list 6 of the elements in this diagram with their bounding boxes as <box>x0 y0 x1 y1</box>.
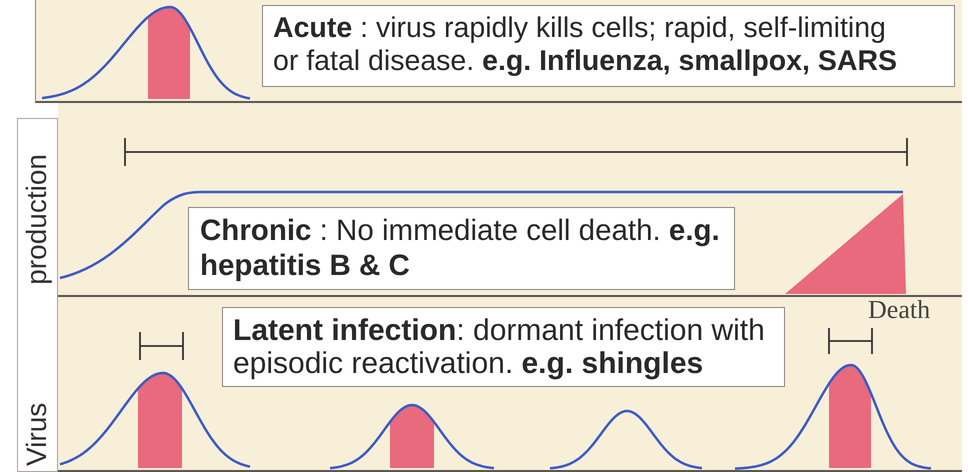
annotation-label: Death <box>868 295 930 325</box>
axis-title: Virus production <box>20 154 53 466</box>
definition-box: Latent infection: dormant infection with episodic reactivation. e.g. shingles <box>222 307 785 387</box>
axis-label-panel <box>17 118 58 472</box>
definition-box: Chronic : No immediate cell death. e.g. hepatitis B & C <box>188 207 735 290</box>
definition-box: Acute : virus rapidly kills cells; rapid, self-limiting or fatal disease. e.g. Influenza, smallpox, SARS <box>262 5 955 87</box>
